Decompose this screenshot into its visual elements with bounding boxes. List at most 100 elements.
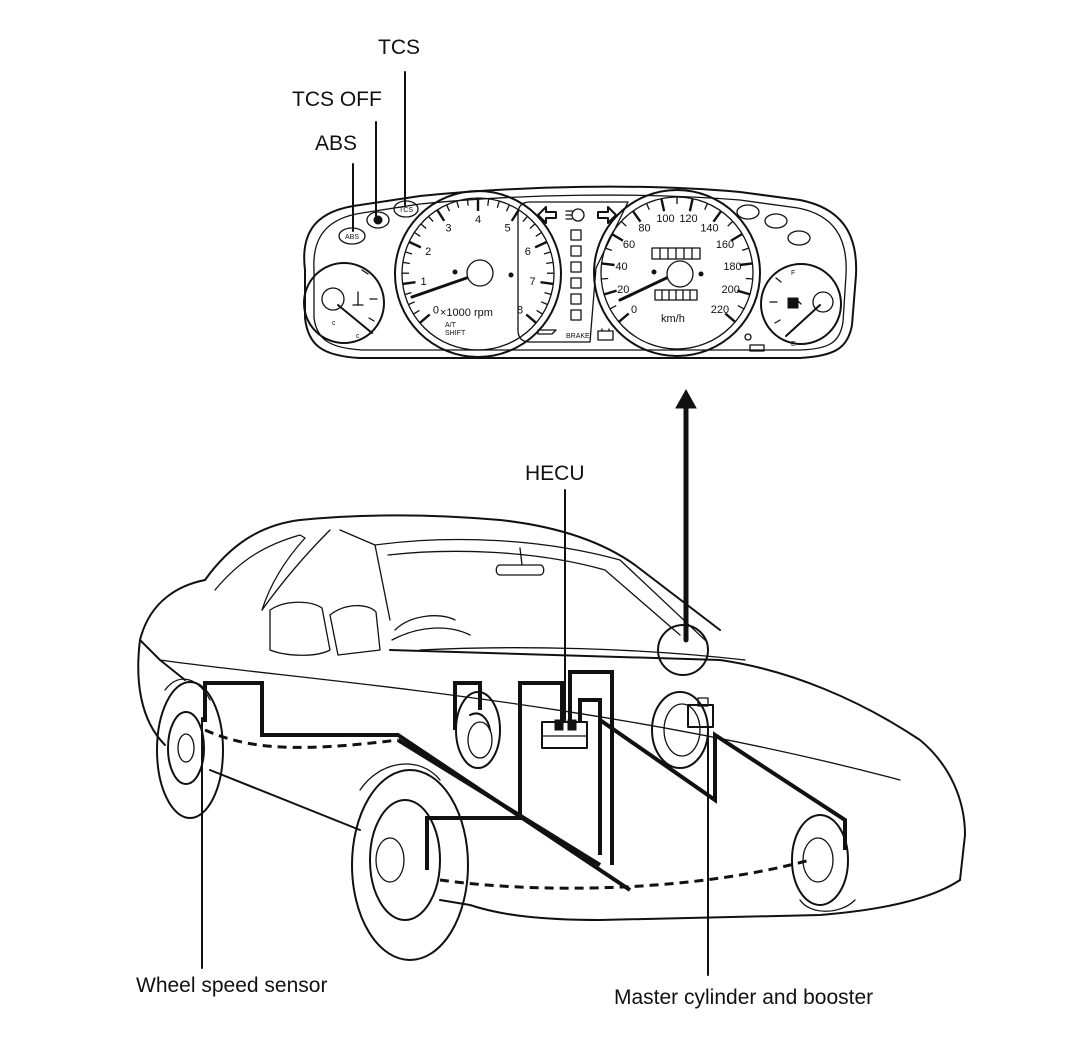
car-roof bbox=[204, 514, 721, 631]
upper-right-lamp-1 bbox=[736, 204, 760, 220]
oil-pressure-icon bbox=[537, 329, 557, 335]
side-window-line bbox=[261, 529, 331, 611]
speedometer-major-tick bbox=[601, 262, 615, 267]
speedometer-tick-marks bbox=[601, 197, 753, 323]
tachometer-tick-label: 1 bbox=[420, 276, 426, 288]
label-abs: ABS bbox=[315, 132, 357, 155]
speedometer-tick-label: 80 bbox=[638, 222, 650, 234]
hecu-feed-4 bbox=[578, 698, 602, 855]
dashboard-location-circle bbox=[657, 624, 709, 676]
car-hood bbox=[389, 649, 966, 881]
tachometer-tick-label: 2 bbox=[425, 246, 431, 258]
front-bumper bbox=[469, 879, 961, 921]
steering-wheel bbox=[391, 615, 471, 641]
svg-text:A/T: A/T bbox=[445, 322, 457, 329]
speedometer-tick-label: 40 bbox=[615, 261, 627, 273]
tachometer-major-tick bbox=[525, 313, 537, 324]
speedometer-tick-label: 180 bbox=[723, 261, 741, 273]
tachometer-tick-label: 7 bbox=[529, 276, 535, 288]
tachometer-minor-tick bbox=[535, 231, 542, 237]
front-right-wheel bbox=[791, 814, 856, 912]
tachometer-minor-tick bbox=[408, 301, 416, 306]
tachometer-minor-tick bbox=[428, 215, 434, 223]
tachometer-minor-tick bbox=[540, 301, 548, 306]
speedometer-hub bbox=[666, 260, 694, 288]
hecu-feed-1 bbox=[396, 738, 602, 867]
tachometer-minor-tick bbox=[522, 215, 528, 223]
body-crease bbox=[159, 659, 901, 781]
tachometer-tick-label: 5 bbox=[505, 223, 511, 235]
brake-line-rear bbox=[204, 728, 399, 749]
speedometer-major-tick bbox=[611, 232, 624, 242]
car-rocker bbox=[209, 769, 471, 906]
turn-right-arrow-icon bbox=[597, 206, 617, 224]
cluster-pointer-arrow bbox=[657, 388, 709, 676]
tcs-indicator-icon: TCS bbox=[393, 200, 419, 218]
battery-icon bbox=[597, 328, 614, 341]
speedometer-major-tick bbox=[603, 289, 617, 296]
speedometer-tick-label: 200 bbox=[722, 284, 740, 296]
trip-meter-display bbox=[654, 289, 698, 301]
label-master-cylinder: Master cylinder and booster bbox=[614, 986, 873, 1009]
svg-text:SHIFT: SHIFT bbox=[445, 330, 466, 337]
front-seat bbox=[329, 604, 381, 656]
tachometer-minor-tick bbox=[402, 261, 410, 265]
rearview-mirror bbox=[495, 547, 545, 576]
speedometer-minor-tick bbox=[737, 305, 745, 310]
rear-right-harness bbox=[453, 681, 482, 730]
fuel-gauge: F E bbox=[760, 263, 842, 348]
headlamp-icon bbox=[565, 208, 585, 222]
label-tcs: TCS bbox=[378, 36, 420, 59]
tachometer-major-tick bbox=[402, 281, 416, 286]
tachometer-major-tick bbox=[534, 240, 548, 249]
windshield-frame bbox=[374, 538, 706, 641]
speedometer-minor-tick bbox=[704, 203, 709, 211]
speedometer-major-tick bbox=[737, 289, 751, 296]
speedometer-major-tick bbox=[739, 262, 753, 267]
turn-left-arrow-icon bbox=[537, 206, 557, 224]
hecu-unit bbox=[541, 719, 588, 749]
tachometer-minor-tick bbox=[487, 198, 490, 206]
front-right-harness bbox=[598, 718, 847, 850]
svg-text:c: c bbox=[356, 333, 360, 340]
windshield-inner bbox=[387, 550, 681, 636]
tachometer-minor-tick bbox=[420, 223, 427, 229]
tachometer-minor-tick bbox=[505, 204, 510, 212]
speedometer-tick-label: 120 bbox=[679, 213, 697, 225]
temperature-gauge: c c bbox=[303, 262, 385, 344]
speedometer-minor-tick bbox=[604, 247, 613, 252]
svg-text:E: E bbox=[791, 341, 796, 348]
svg-text:F: F bbox=[791, 270, 795, 277]
tachometer-minor-tick bbox=[543, 251, 551, 255]
speedometer-major-tick bbox=[724, 312, 736, 323]
cluster-housing bbox=[303, 185, 858, 359]
hecu-feed-3 bbox=[568, 670, 614, 865]
tachometer-major-tick bbox=[419, 313, 431, 324]
tachometer-major-tick bbox=[540, 281, 554, 286]
tachometer-tick-label: 0 bbox=[433, 304, 439, 316]
fuel-needle bbox=[785, 304, 821, 337]
temperature-icon bbox=[352, 291, 364, 306]
speedometer-major-tick bbox=[712, 210, 723, 223]
tachometer-minor-tick bbox=[404, 291, 412, 296]
svg-text:ABS: ABS bbox=[345, 234, 359, 241]
speedometer-minor-tick bbox=[645, 203, 650, 211]
tachometer-major-tick bbox=[436, 209, 446, 222]
tachometer-minor-tick bbox=[405, 251, 413, 255]
hood-line bbox=[419, 647, 746, 661]
svg-text:c: c bbox=[332, 320, 336, 327]
master-cylinder-booster bbox=[651, 691, 714, 769]
tachometer-tick-label: 8 bbox=[517, 304, 523, 316]
label-tcs-off: TCS OFF bbox=[292, 88, 382, 111]
label-hecu: HECU bbox=[525, 462, 585, 485]
shift-indicator-lamp bbox=[749, 344, 765, 352]
tachometer-needle bbox=[410, 272, 480, 299]
speedometer-minor-tick bbox=[741, 247, 750, 252]
fuel-pump-icon bbox=[787, 297, 802, 309]
abs-indicator-icon: ABS bbox=[338, 227, 366, 245]
tachometer-minor-tick bbox=[496, 200, 500, 208]
